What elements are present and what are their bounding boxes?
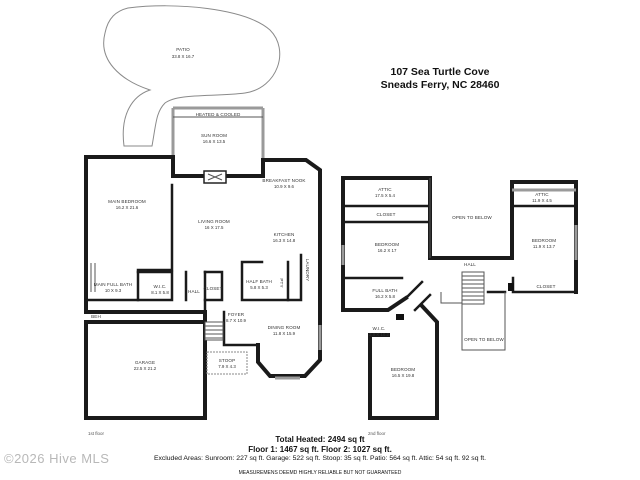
- room-name: HEATED & COOLED: [196, 112, 241, 117]
- floor2-south-wall: [368, 303, 439, 420]
- stoop-outline: [206, 351, 248, 375]
- room-name: OPEN TO BELOW: [464, 337, 504, 342]
- foyer-wall: [222, 310, 260, 347]
- room-name: PATIO: [176, 47, 190, 52]
- room-name: FULL BATH: [372, 288, 397, 293]
- room-dims: 22.5 X 21.2: [134, 366, 157, 371]
- room-name: HALL: [188, 289, 200, 294]
- room-name: W.I.C.: [372, 326, 385, 331]
- room-name: LIVING ROOM: [198, 219, 230, 224]
- floor2-label: 2nd floor: [368, 431, 386, 436]
- room-name: ATTIC: [535, 192, 549, 197]
- room-name: FOYER: [228, 312, 245, 317]
- room-name: MAIN BEDROOM: [108, 199, 146, 204]
- floor2-stairs: [461, 271, 485, 305]
- excluded-areas: Excluded Areas: Sunroom: 227 sq ft. Gara…: [153, 455, 487, 462]
- room-dims: 16.3 X 14.8: [273, 238, 296, 243]
- room-name: SUN ROOM: [201, 133, 227, 138]
- room-dims: 10.9 X 9.6: [274, 184, 295, 189]
- room-dims: 10 X 9.3: [105, 288, 122, 293]
- room-dims: 11.8 X 15.9: [273, 331, 296, 336]
- room-name: BEDROOM: [532, 238, 557, 243]
- open-below-2-outline: [440, 292, 506, 351]
- room-name: CLOSET: [377, 212, 396, 217]
- fireplace-hatch: [207, 173, 223, 181]
- main-bedroom-wall: [84, 183, 174, 302]
- room-dims: 11.9 X 4.5: [532, 198, 552, 203]
- room-name: KITCHEN: [274, 232, 295, 237]
- room-name: BREAKFAST NOOK: [262, 178, 306, 183]
- floor1-west-wall: [84, 155, 207, 420]
- closet-wall: [203, 270, 224, 302]
- main-bath-fixture: [90, 263, 96, 292]
- garage-walls: [84, 320, 207, 420]
- address-city: Sneads Ferry, NC 28460: [380, 79, 500, 91]
- room-dims: 7.9 X 4.3: [218, 364, 236, 369]
- room-dims: 8.1 X 5.8: [151, 290, 169, 295]
- room-dims: 16.2 X 17: [378, 248, 397, 253]
- floor2-windows: [341, 188, 578, 265]
- address-street: 107 Sea Turtle Cove: [390, 66, 490, 78]
- attic-closet-walls: [341, 204, 432, 224]
- room-dims: 11.9 X 13.7: [533, 244, 556, 249]
- room-dims: 16.5 X 19.8: [392, 373, 415, 378]
- room-dims: 16.2 X 21.6: [116, 205, 139, 210]
- room-name: CLOSET: [537, 284, 556, 289]
- mls-watermark: ©2026 Hive MLS: [4, 451, 110, 466]
- room-name: STOOP: [219, 358, 236, 363]
- patio-outline: [103, 5, 281, 147]
- dining-windows: [275, 325, 322, 380]
- room-name: BEH: [91, 314, 101, 319]
- total-heated: Total Heated: 2494 sq ft: [275, 435, 365, 444]
- room-dims: 17.5 X 5.4: [375, 193, 396, 198]
- room-name: OPEN TO BELOW: [452, 215, 492, 220]
- room-dims: 16 X 17.5: [205, 225, 224, 230]
- floor1-north-wall: [84, 155, 322, 302]
- room-name: GARAGE: [135, 360, 155, 365]
- half-bath-wall: [240, 260, 290, 302]
- wic-door-block: [396, 314, 404, 320]
- room-dims: 3.8 X 10.2: [369, 332, 390, 337]
- disclaimer: MEASUREMENS DEEMD HIGHLY RELIABLE BUT NO…: [238, 470, 402, 476]
- hall-walls: [184, 270, 207, 314]
- room-dims: 8.7 X 10.9: [226, 318, 247, 323]
- room-name: LAUNDRY: [305, 259, 310, 282]
- room-name: HALF BATH: [246, 279, 272, 284]
- room-dims: 16.6 X 13.5: [203, 139, 226, 144]
- room-name: CLOSET: [204, 286, 223, 291]
- floor1-label: 1st floor: [88, 431, 105, 436]
- room-name: BEDROOM: [391, 367, 416, 372]
- room-name: MAIN FULL BATH: [94, 282, 132, 287]
- wic-wall: [136, 270, 174, 302]
- room-name: DINING ROOM: [268, 325, 301, 330]
- chimney-block: [508, 283, 514, 291]
- floor-areas: Floor 1: 1467 sq ft. Floor 2: 1027 sq ft…: [248, 445, 392, 454]
- laundry-wall: [286, 253, 303, 302]
- dining-bay-wall: [256, 298, 322, 378]
- room-name: W.I.C.: [153, 284, 166, 289]
- floor1-stairs: [204, 321, 224, 341]
- floor2-bedroom3-west: [368, 333, 390, 420]
- room-name: PTY: [279, 278, 284, 287]
- room-dims: 33.8 X 16.7: [172, 54, 195, 59]
- room-name: BEDROOM: [375, 242, 400, 247]
- room-name: HALL: [464, 262, 476, 267]
- floor2-west-wall: [341, 176, 409, 312]
- room-dims: 16.2 X 5.8: [375, 294, 396, 299]
- room-name: ATTIC: [378, 187, 392, 192]
- hall-diagonal: [404, 280, 432, 312]
- room-dims: 5.8 X 5.3: [250, 285, 268, 290]
